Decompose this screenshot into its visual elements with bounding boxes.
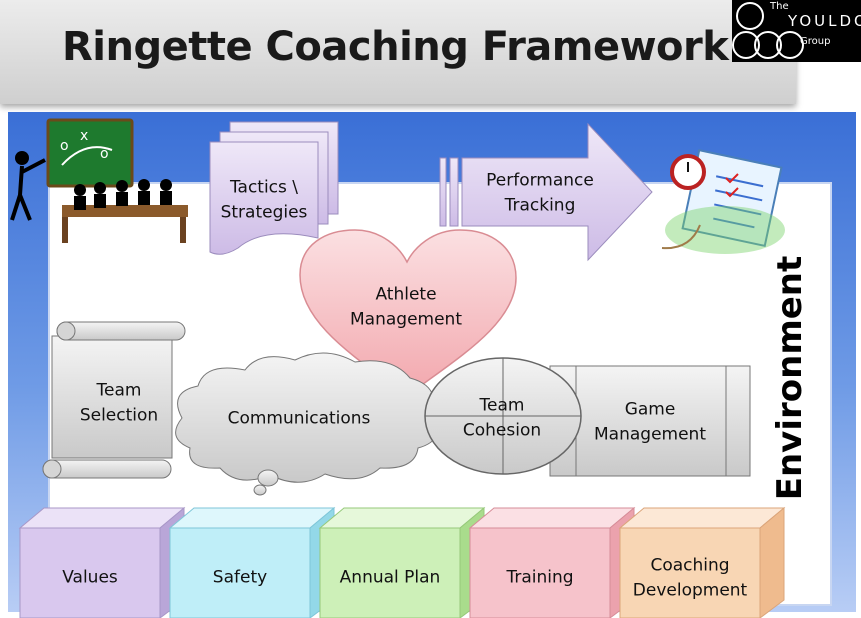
athlete-management-heart bbox=[299, 229, 517, 397]
svg-text:x: x bbox=[80, 128, 88, 144]
title-bar: Ringette Coaching Framework bbox=[0, 0, 796, 104]
values-label: Values bbox=[62, 567, 118, 588]
logo-group: Group bbox=[800, 36, 831, 47]
team-selection-label: Team Selection bbox=[80, 378, 158, 427]
youldo-logo: The YOULDO Group bbox=[732, 0, 861, 62]
performance-line1: Performance bbox=[486, 170, 594, 191]
training-label: Training bbox=[506, 567, 574, 588]
coaching-line1: Coaching bbox=[650, 555, 730, 576]
game-line1: Game bbox=[624, 399, 676, 420]
game-management-box bbox=[549, 365, 751, 477]
performance-line2: Tracking bbox=[504, 195, 576, 215]
game-label: Game Management bbox=[594, 397, 706, 446]
team-selection-line1: Team bbox=[96, 380, 142, 401]
team-selection-scroll bbox=[42, 321, 186, 479]
tactics-line2: Strategies bbox=[220, 202, 308, 222]
logo-rings bbox=[732, 2, 804, 59]
athlete-line1: Athlete bbox=[375, 284, 437, 305]
svg-text:o: o bbox=[100, 146, 109, 162]
performance-label: Performance Tracking bbox=[486, 168, 594, 217]
performance-tracking-arrow bbox=[439, 122, 653, 262]
annual-plan-label: Annual Plan bbox=[339, 567, 441, 588]
stopwatch-clipboard-illustration bbox=[661, 148, 785, 254]
foundation-block-values bbox=[18, 506, 186, 618]
safety-label: Safety bbox=[212, 567, 268, 588]
foundation-block-coaching-development bbox=[618, 506, 786, 618]
game-line2: Management bbox=[594, 424, 706, 444]
cohesion-line1: Team bbox=[479, 395, 525, 416]
coach-illustration: o x o bbox=[10, 118, 188, 243]
coaching-development-label: Coaching Development bbox=[633, 553, 747, 602]
team-selection-line2: Selection bbox=[79, 405, 159, 425]
team-cohesion-circle bbox=[424, 357, 582, 475]
cohesion-line2: Cohesion bbox=[462, 420, 542, 440]
tactics-label: Tactics \ Strategies bbox=[221, 175, 308, 224]
tactics-strategies-shape bbox=[209, 121, 339, 255]
foundation-block-training bbox=[468, 506, 636, 618]
athlete-label: Athlete Management bbox=[350, 282, 462, 331]
svg-text:o: o bbox=[60, 138, 69, 154]
foundation-block-safety bbox=[168, 506, 336, 618]
tactics-line1: Tactics \ bbox=[229, 177, 299, 198]
coaching-line2: Development bbox=[632, 580, 748, 600]
page-title: Ringette Coaching Framework bbox=[62, 24, 729, 70]
logo-the: The bbox=[770, 1, 789, 12]
cohesion-label: Team Cohesion bbox=[463, 393, 541, 442]
athlete-line2: Management bbox=[350, 309, 462, 329]
logo-name: YOULDO bbox=[788, 12, 861, 30]
foundation-block-annual-plan bbox=[318, 506, 486, 618]
communications-label: Communications bbox=[227, 408, 371, 429]
